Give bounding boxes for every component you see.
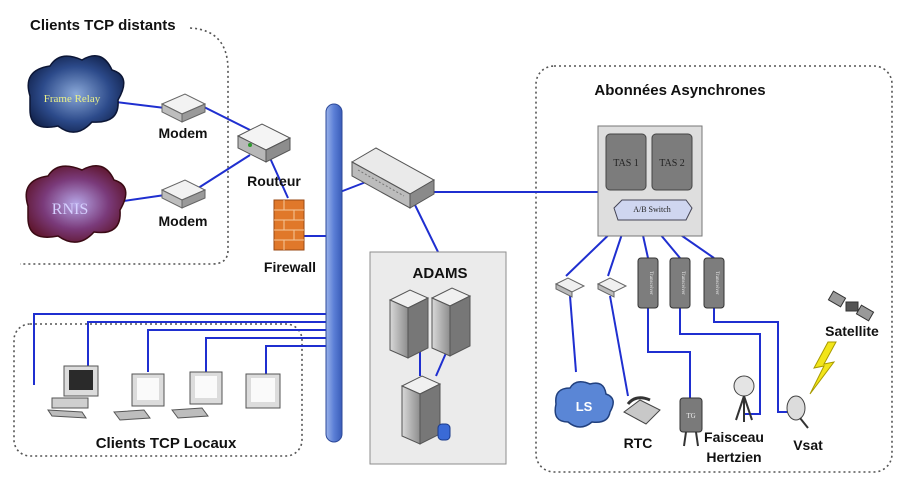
tas-1-label: TAS 1 bbox=[613, 158, 639, 169]
local-clients-title: Clients TCP Locaux bbox=[96, 435, 237, 452]
router-label: Routeur bbox=[247, 173, 301, 189]
svg-text:Transceiver: Transceiver bbox=[714, 271, 719, 295]
modem-icon bbox=[160, 179, 207, 209]
satellite-label: Satellite bbox=[825, 323, 879, 339]
backbone-bus bbox=[325, 103, 343, 443]
pc-icon bbox=[47, 365, 99, 419]
tas-cabinet: TAS 1 TAS 2 A/B Switch bbox=[597, 125, 703, 237]
satellite-icon bbox=[827, 290, 875, 322]
modem-1-label: Modem bbox=[159, 125, 208, 141]
svg-text:RNIS: RNIS bbox=[52, 201, 88, 218]
remote-clients-title: Clients TCP distants bbox=[30, 17, 176, 34]
svg-text:Transceiver: Transceiver bbox=[680, 271, 685, 295]
firewall-icon bbox=[273, 199, 305, 251]
faisceau-label-line1: Faisceau bbox=[704, 429, 764, 445]
rnis-cloud: RNIS bbox=[25, 165, 127, 243]
line-modem-icon bbox=[596, 277, 628, 298]
remote-clients-frame bbox=[20, 27, 229, 265]
rtc-label: RTC bbox=[624, 435, 653, 451]
tg-device-icon: TG bbox=[679, 397, 703, 447]
server-icon bbox=[388, 289, 430, 359]
modem-icon bbox=[160, 93, 207, 123]
async-subscribers-title: Abonnées Asynchrones bbox=[594, 82, 765, 99]
local-clients-frame bbox=[13, 323, 303, 457]
database-server-icon bbox=[400, 375, 451, 445]
svg-text:LS: LS bbox=[576, 399, 593, 414]
svg-text:Transceiver: Transceiver bbox=[648, 271, 653, 295]
transceiver-icon: Transceiver bbox=[637, 257, 659, 309]
microwave-antenna-icon bbox=[733, 375, 755, 422]
connection-lines bbox=[33, 99, 802, 415]
lightning-icon bbox=[809, 341, 837, 395]
pc-icon bbox=[171, 371, 223, 419]
telephone-icon bbox=[623, 396, 661, 425]
faisceau-label-line2: Hertzien bbox=[706, 449, 761, 465]
router-icon bbox=[236, 123, 292, 163]
async-subscribers-frame bbox=[535, 65, 893, 473]
pc-icon bbox=[245, 373, 281, 409]
svg-text:TG: TG bbox=[686, 412, 695, 420]
switch-hub-icon bbox=[350, 147, 436, 209]
ab-switch-label: A/B Switch bbox=[633, 205, 671, 214]
vsat-dish-icon bbox=[786, 395, 809, 429]
server-icon bbox=[430, 287, 472, 357]
firewall-label: Firewall bbox=[264, 259, 316, 275]
line-modem-icon bbox=[554, 277, 586, 298]
adams-server-group: ADAMS bbox=[369, 251, 507, 465]
svg-text:Frame Relay: Frame Relay bbox=[44, 93, 101, 105]
ls-cloud: LS bbox=[554, 381, 614, 428]
frame-relay-cloud: Frame Relay bbox=[27, 55, 125, 133]
adams-label: ADAMS bbox=[413, 265, 468, 282]
modem-2-label: Modem bbox=[159, 213, 208, 229]
transceiver-icon: Transceiver bbox=[669, 257, 691, 309]
pc-icon bbox=[113, 373, 165, 421]
tas-2-label: TAS 2 bbox=[659, 158, 685, 169]
vsat-label: Vsat bbox=[793, 437, 823, 453]
transceiver-icon: Transceiver bbox=[703, 257, 725, 309]
